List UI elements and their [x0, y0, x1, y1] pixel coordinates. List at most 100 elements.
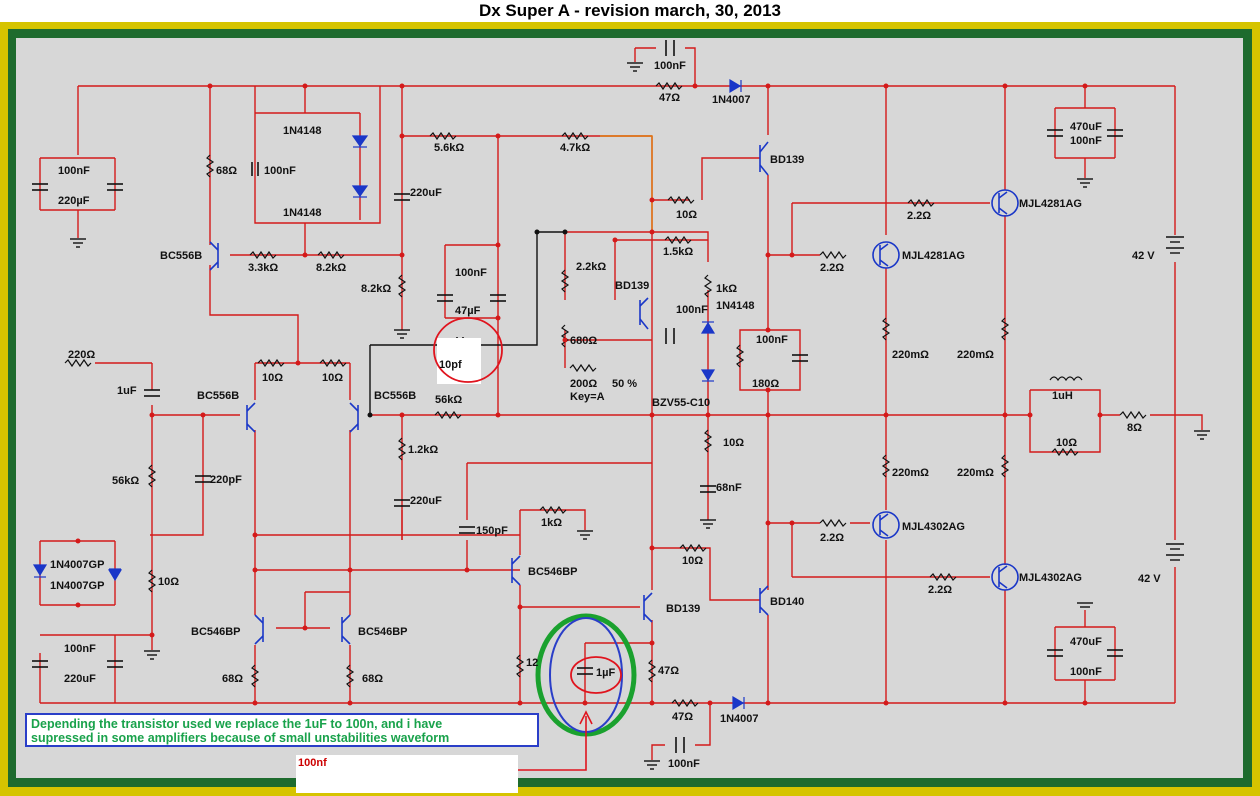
label-bd139-low: BD139 [666, 603, 700, 615]
label-r47-low: 47Ω [658, 665, 679, 677]
label-c100nf-bot: 100nF [668, 758, 700, 770]
label-r1-2k: 1.2kΩ [408, 444, 438, 456]
label-r2-2-d: 2.2Ω [928, 584, 952, 596]
label-r56k-fb: 56kΩ [435, 394, 462, 406]
label-d1n4148-b: 1N4148 [283, 207, 322, 219]
label-r2-2k: 2.2kΩ [576, 261, 606, 273]
label-d1n4007-bot: 1N4007 [720, 713, 759, 725]
label-c470uf-top: 470uF [1070, 121, 1102, 133]
callout-box: 100nf [296, 755, 518, 793]
label-v42-bot: 42 V [1138, 573, 1161, 585]
label-r3-3k: 3.3kΩ [248, 262, 278, 274]
label-r5-6k: 5.6kΩ [434, 142, 464, 154]
label-r2-2-a: 2.2Ω [907, 210, 931, 222]
junctions [75, 83, 1103, 706]
label-r4-7k: 4.7kΩ [560, 142, 590, 154]
label-c100nf-top: 100nF [654, 60, 686, 72]
label-r2-2-b: 2.2Ω [820, 262, 844, 274]
capacitors [32, 40, 1123, 753]
label-bc546bp-c: BC546BP [358, 626, 408, 638]
annotation-note: Depending the transistor used we replace… [25, 713, 539, 747]
resistors [64, 81, 1147, 708]
label-c220uf-b: 220uF [410, 495, 442, 507]
label-r1-5k: 1.5kΩ [663, 246, 693, 258]
label-r220m-d: 220mΩ [957, 467, 994, 479]
label-v42-top: 42 V [1132, 250, 1155, 262]
label-r47-bot: 47Ω [672, 711, 693, 723]
label-mjl4281-b: MJL4281AG [902, 250, 965, 262]
label-r10-drv: 10Ω [676, 209, 697, 221]
label-c100nf-c: 100nF [455, 267, 487, 279]
label-bd140: BD140 [770, 596, 804, 608]
label-bc546bp-b: BC546BP [191, 626, 241, 638]
label-bc556b-c: BC556B [374, 390, 416, 402]
label-bc556b-b: BC556B [197, 390, 239, 402]
label-d1n4148-c: 1N4148 [716, 300, 755, 312]
label-c100nf-e: 100nF [756, 334, 788, 346]
highlight-label-box [437, 338, 481, 384]
label-c1uf-in: 1uF [117, 385, 137, 397]
label-c100nf-mid: 100nF [264, 165, 296, 177]
label-r1k-b: 1kΩ [541, 517, 562, 529]
canvas-background [16, 38, 1243, 778]
label-c100nf-d: 100nF [676, 304, 708, 316]
label-c100nf-left: 100nF [58, 165, 90, 177]
annotation-circles [433, 317, 637, 771]
label-c150pf: 150pF [476, 525, 508, 537]
label-c47uf: 47µF [455, 305, 481, 317]
label-r10-out: 10Ω [1056, 437, 1077, 449]
label-pot200: 200Ω [570, 378, 597, 390]
supplies-grounds [70, 62, 1210, 770]
label-r1k: 1kΩ [716, 283, 737, 295]
label-r220m-b: 220mΩ [957, 349, 994, 361]
label-c100nf-top-r: 100nF [1070, 135, 1102, 147]
label-r10-d: 10Ω [682, 555, 703, 567]
label-r8-2k-b: 8.2kΩ [361, 283, 391, 295]
label-pot-key: Key=A [570, 391, 605, 403]
label-bd139-top: BD139 [770, 154, 804, 166]
label-d1n4007-top: 1N4007 [712, 94, 751, 106]
callout-text: 100nf [298, 757, 327, 769]
label-mjl4281-a: MJL4281AG [1019, 198, 1082, 210]
label-r68-a: 68Ω [222, 673, 243, 685]
label-r10-zob: 10Ω [723, 437, 744, 449]
label-d1n4007gp-a: 1N4007GP [50, 559, 104, 571]
label-r220-in: 220Ω [68, 349, 95, 361]
annotation-note-line2: supressed in some amplifiers because of … [31, 731, 450, 745]
label-r68-b: 68Ω [362, 673, 383, 685]
label-pot-pct: 50 % [612, 378, 637, 390]
label-bc556b-a: BC556B [160, 250, 202, 262]
label-r68: 68Ω [216, 165, 237, 177]
transistors [209, 141, 1019, 645]
label-r680: 680Ω [570, 335, 597, 347]
junctions-black [367, 229, 568, 418]
label-c220uf-a: 220uF [410, 187, 442, 199]
label-bzv55: BZV55-C10 [652, 397, 710, 409]
label-d1n4148-a: 1N4148 [283, 125, 322, 137]
label-c68nf: 68nF [716, 482, 742, 494]
label-c220uf-c: 220uF [64, 673, 96, 685]
annotation-note-line1: Depending the transistor used we replace… [31, 717, 443, 731]
label-c220uf-left: 220µF [58, 195, 90, 207]
label-c100nf-bot-r: 100nF [1070, 666, 1102, 678]
label-bd139-mid: BD139 [615, 280, 649, 292]
label-r180: 180Ω [752, 378, 779, 390]
diodes [32, 78, 745, 711]
label-r10-a: 10Ω [262, 372, 283, 384]
label-mjl4302-b: MJL4302AG [1019, 572, 1082, 584]
label-r8: 8Ω [1127, 422, 1142, 434]
label-d1n4007gp-b: 1N4007GP [50, 580, 104, 592]
label-bc546bp-a: BC546BP [528, 566, 578, 578]
label-r10-b: 10Ω [322, 372, 343, 384]
label-r12: 12 [526, 657, 538, 669]
label-r10-c: 10Ω [158, 576, 179, 588]
label-c220pf: 220pF [210, 474, 242, 486]
label-r2-2-c: 2.2Ω [820, 532, 844, 544]
label-c100nf-f: 100nF [64, 643, 96, 655]
label-l1uh: 1uH [1052, 390, 1073, 402]
label-r56k-in: 56kΩ [112, 475, 139, 487]
page-title: Dx Super A - revision march, 30, 2013 [478, 1, 782, 20]
label-c470uf-bot: 470uF [1070, 636, 1102, 648]
